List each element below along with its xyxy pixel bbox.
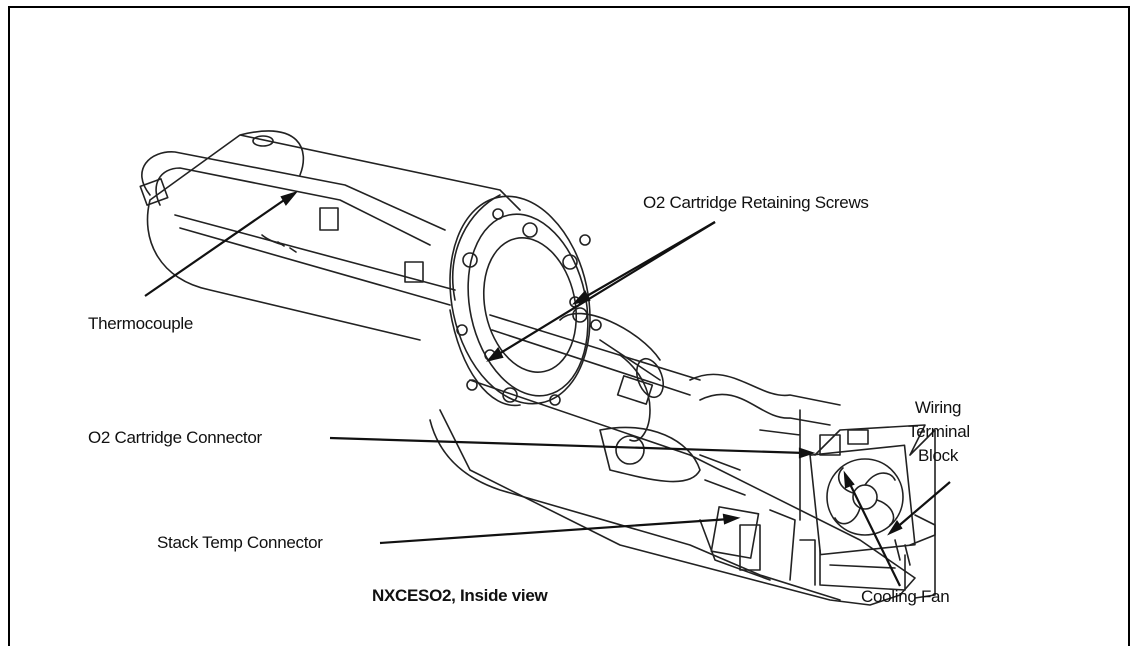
label-thermocouple: Thermocouple (88, 314, 194, 333)
figure-frame (8, 6, 1130, 646)
stack-temp-connector-block (710, 506, 760, 559)
label-wiring-line3: Block (917, 446, 959, 465)
thermocouple-tube (141, 151, 446, 246)
label-cartridge-connector: O2 Cartridge Connector (88, 428, 262, 447)
leader-cartridge-connector (329, 436, 806, 455)
fan-housing (809, 444, 916, 556)
equipment-drawing (139, 130, 951, 606)
probe-body (146, 130, 521, 341)
o2-cartridge (489, 312, 701, 396)
leader-terminal-block (894, 481, 951, 530)
figure-caption: NXCESO2, Inside view (372, 586, 548, 605)
label-retaining-screws: O2 Cartridge Retaining Screws (643, 193, 869, 212)
label-cooling-fan: Cooling Fan (861, 587, 950, 606)
label-wiring-line1: Wiring (914, 398, 962, 417)
label-wiring-terminal-block: Wiring Terminal Block (908, 396, 970, 468)
label-wiring-line2: Terminal (908, 422, 970, 441)
base-tray (439, 379, 916, 606)
label-stack-temp-connector: Stack Temp Connector (157, 533, 323, 552)
leader-stack-temp (379, 517, 731, 545)
leader-thermocouple (144, 195, 291, 297)
mounting-flange (449, 195, 591, 405)
leader-cooling-fan (847, 479, 901, 587)
cooling-fan-blades (826, 458, 904, 536)
leader-screw-lower (493, 221, 716, 358)
